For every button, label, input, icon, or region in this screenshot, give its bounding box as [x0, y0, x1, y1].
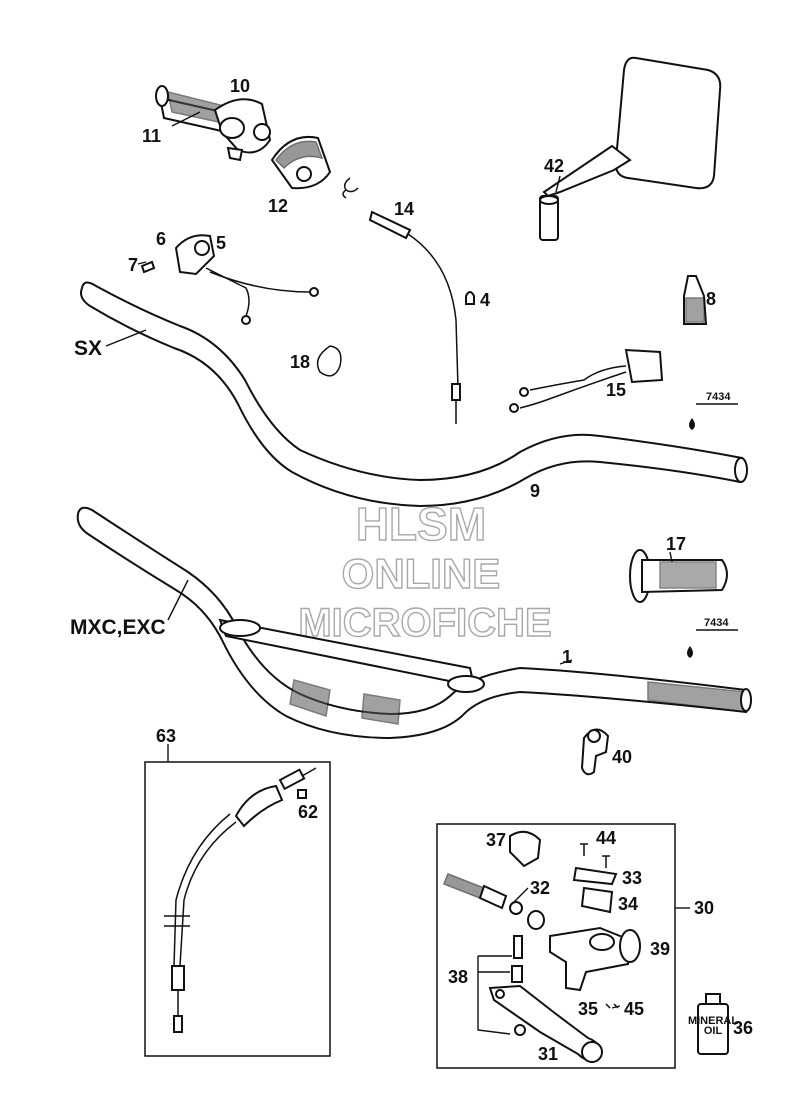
callout-38: 38	[448, 967, 468, 987]
callout-37: 37	[486, 830, 506, 850]
watermark: HLSM ONLINE MICROFICHE	[298, 497, 553, 645]
callout-10: 10	[230, 76, 250, 96]
callout-44: 44	[596, 828, 616, 848]
wire-ring-part	[316, 345, 342, 377]
oil-bottle-label-2: OIL	[704, 1025, 723, 1037]
switch-part-15	[509, 348, 664, 413]
clamp-part-40	[580, 728, 610, 776]
callout-1: 1	[562, 647, 572, 667]
housing-cover-part	[270, 136, 332, 190]
oil-bottle-part-36: MINERAL OIL	[688, 993, 738, 1055]
callout-62: 62	[298, 802, 318, 822]
variant-mxc-exc-label: MXC,EXC	[70, 616, 166, 639]
callout-9: 9	[530, 481, 540, 501]
callout-labels: 10 11 12 14 6 5 7 4 8 42 SX 18 15 7434 9…	[70, 76, 753, 1064]
handlebar-sx-part	[80, 281, 748, 508]
callout-7434-b: 7434	[704, 617, 729, 629]
kill-switch-part	[140, 234, 319, 325]
oil-bottle-label-1: MINERAL	[688, 1015, 738, 1027]
callout-18: 18	[290, 352, 310, 372]
leader-lines	[105, 175, 673, 1009]
callout-39: 39	[650, 939, 670, 959]
callout-45: 45	[624, 999, 644, 1019]
watermark-line-2: ONLINE	[342, 550, 501, 597]
callout-34: 34	[618, 894, 638, 914]
ref-drop-a	[689, 403, 738, 430]
throttle-grip-part	[155, 85, 272, 162]
grip-part-17	[629, 549, 728, 603]
callout-32: 32	[530, 878, 550, 898]
small-bottle-part	[683, 275, 708, 325]
watermark-line-3: MICROFICHE	[298, 601, 551, 645]
callout-14: 14	[394, 199, 414, 219]
callout-33: 33	[622, 868, 642, 888]
callout-40: 40	[612, 747, 632, 767]
throttle-cable-part	[342, 177, 475, 424]
callout-7434-a: 7434	[706, 391, 731, 403]
callout-36: 36	[733, 1018, 753, 1038]
callout-11: 11	[142, 126, 161, 146]
ref-drop-b	[687, 629, 738, 658]
callout-12: 12	[268, 196, 288, 216]
lever-assembly-box-30	[436, 823, 690, 1069]
cable-kit-box-63	[144, 744, 331, 1057]
callout-35: 35	[578, 999, 598, 1019]
callout-4: 4	[480, 290, 490, 310]
callout-17: 17	[666, 534, 686, 554]
callout-6: 6	[156, 229, 166, 249]
callout-42: 42	[544, 156, 564, 176]
callout-8: 8	[706, 289, 716, 309]
callout-31: 31	[538, 1044, 558, 1064]
callout-15: 15	[606, 380, 626, 400]
callout-7: 7	[128, 255, 138, 275]
callout-30: 30	[694, 898, 714, 918]
callout-5: 5	[216, 233, 226, 253]
handlebar-mxc-exc-part	[76, 506, 752, 740]
variant-sx-label: SX	[74, 337, 102, 360]
callout-63: 63	[156, 726, 176, 746]
mirror-part	[539, 56, 722, 241]
